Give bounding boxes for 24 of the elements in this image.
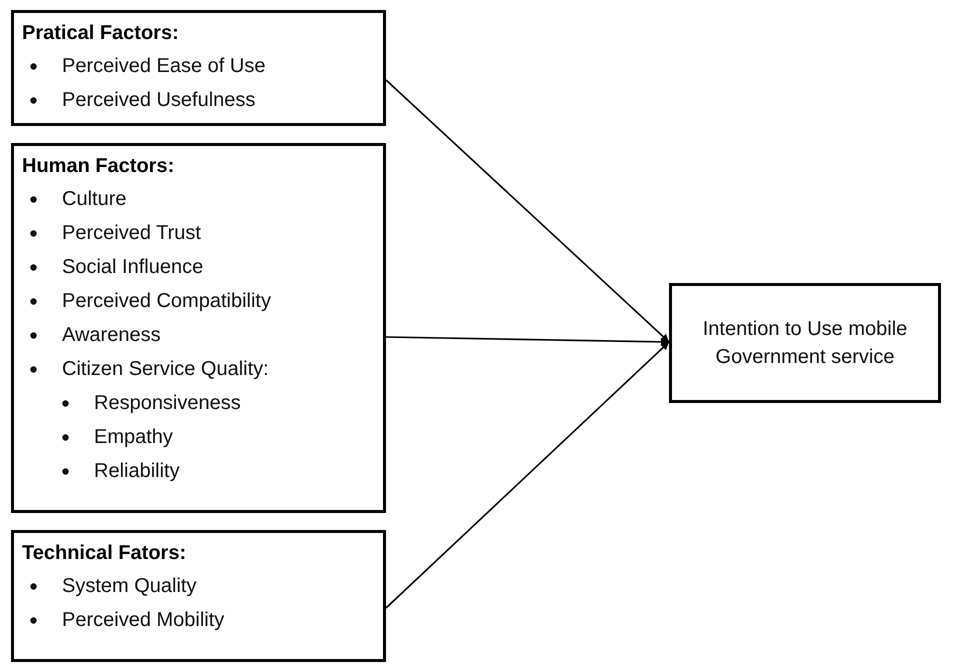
bullet-item: Perceived Trust — [62, 221, 202, 246]
connector-arrow — [385, 79, 670, 343]
bullet-item: System Quality — [62, 574, 198, 599]
bullet-item: Perceived Usefulness — [62, 88, 256, 113]
bullet-item: Perceived Compatibility — [62, 289, 272, 314]
bullet-item: Perceived Ease of Use — [62, 54, 266, 79]
box-text: Intention to Use mobile Government service — [702, 317, 908, 370]
box-heading: Human Factors: — [22, 154, 176, 179]
factor-box — [11, 143, 386, 513]
bullet-item: Awareness — [62, 323, 162, 348]
connector-arrow — [385, 341, 670, 609]
bullet-item: Empathy — [94, 425, 174, 450]
box-heading: Technical Fators: — [22, 541, 188, 566]
bullet-item: Citizen Service Quality: — [62, 357, 270, 382]
factor-box — [11, 10, 386, 126]
bullet-item: Reliability — [94, 459, 181, 484]
outcome-box — [669, 283, 941, 403]
bullet-item: Social Influence — [62, 255, 204, 280]
bullet-item: Perceived Mobility — [62, 608, 226, 633]
connector-arrow — [386, 336, 670, 346]
bullet-item: Culture — [62, 187, 128, 212]
factor-box — [11, 530, 386, 662]
bullet-item: Responsiveness — [94, 391, 242, 416]
box-heading: Pratical Factors: — [22, 21, 180, 46]
